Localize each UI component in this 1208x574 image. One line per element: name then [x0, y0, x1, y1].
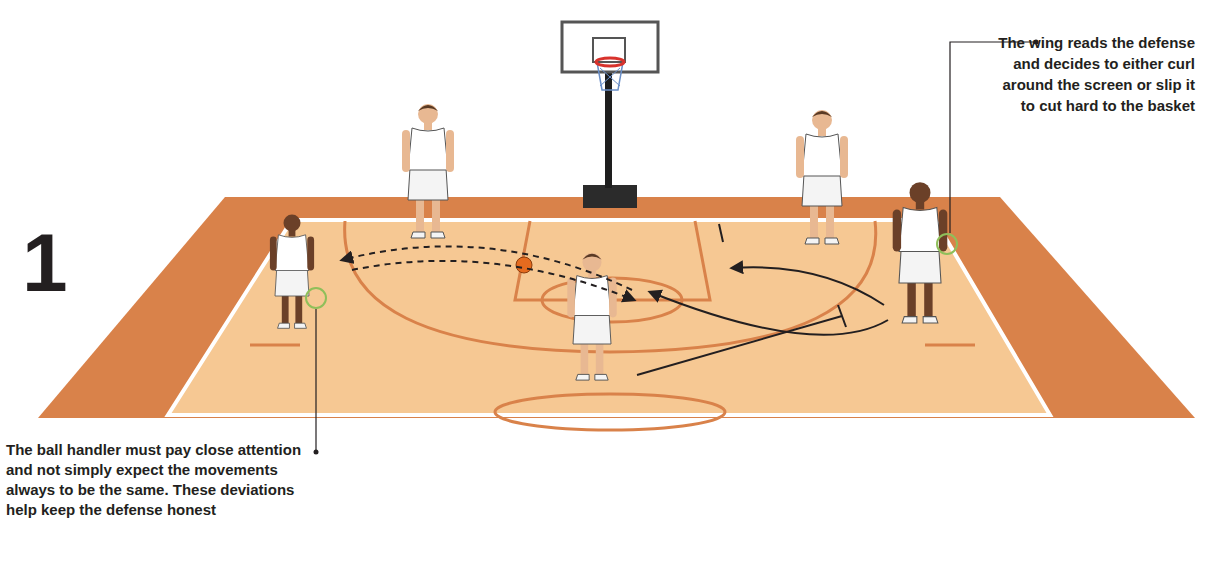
leader-lines: [306, 40, 1039, 455]
annotation-text: The wing reads the defense and decides t…: [990, 32, 1195, 116]
basketball: [516, 257, 532, 273]
players: [270, 104, 947, 380]
court-lines: [250, 221, 975, 430]
tick-mark: [719, 224, 723, 242]
court-border: [38, 197, 1195, 418]
callout-number: 1: [22, 222, 92, 304]
play-arrows: [342, 246, 888, 375]
annotation-text: The ball handler must pay close attentio…: [6, 440, 308, 520]
basket-stand: [562, 22, 658, 208]
